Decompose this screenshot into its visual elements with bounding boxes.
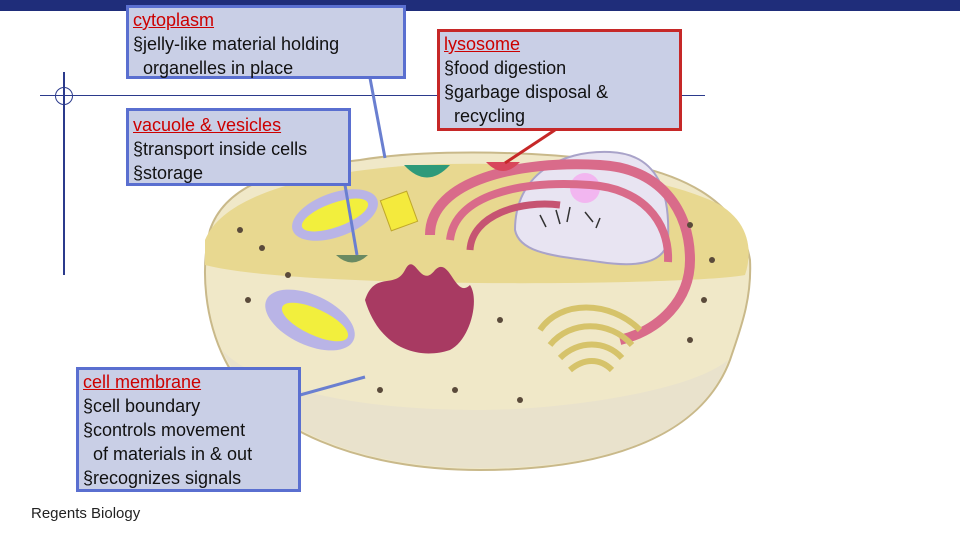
membrane-label-box: cell membrane §cell boundary §controls m…: [76, 367, 301, 492]
vesicle: [336, 255, 368, 263]
header-bar: [0, 0, 960, 11]
lysosome-label-box: lysosome §food digestion §garbage dispos…: [437, 29, 682, 131]
lysosome-line-1: §food digestion: [444, 58, 567, 78]
golgi: [537, 304, 643, 373]
pointer-membrane: [299, 375, 366, 397]
crosshair-circle: [55, 87, 73, 105]
footer-label: Regents Biology: [31, 505, 141, 522]
membrane-line-3: of materials in & out: [93, 444, 253, 464]
er-layer-3: [466, 200, 561, 251]
lysosome-line-2: §garbage disposal &: [444, 82, 609, 102]
cytoplasm-label-box: cytoplasm §jelly-like material holding o…: [126, 5, 406, 79]
vacuole-line-1: §transport inside cells: [133, 139, 308, 159]
membrane-title: cell membrane: [83, 372, 202, 392]
pointer-cytoplasm: [368, 77, 387, 159]
cell-wall-bottom: [222, 350, 728, 468]
membrane-line-2: §controls movement: [83, 420, 246, 440]
vacuole-label-box: vacuole & vesicles §transport inside cel…: [126, 108, 351, 186]
chromatin: [539, 206, 601, 229]
mitochondrion-lower: [265, 289, 355, 351]
smooth-er: [365, 264, 474, 354]
vacuole-line-2: §storage: [133, 163, 204, 183]
membrane-line-4: §recognizes signals: [83, 468, 242, 488]
cytoplasm-line-2: organelles in place: [143, 58, 294, 78]
vacuole-title: vacuole & vesicles: [133, 115, 282, 135]
ribosomes: [237, 222, 715, 403]
mitochondrion-upper: [292, 189, 378, 241]
vacuole: [404, 165, 450, 178]
cytoplasm-line-1: §jelly-like material holding: [133, 34, 340, 54]
pointer-vacuole: [343, 184, 359, 256]
membrane-line-1: §cell boundary: [83, 396, 201, 416]
lysosome: [486, 162, 520, 171]
pointer-lysosome: [504, 128, 556, 165]
er-layer-2: [446, 180, 673, 263]
centriole: [379, 190, 419, 232]
cytoplasm-title: cytoplasm: [133, 10, 215, 30]
guide-line-vertical: [63, 72, 65, 275]
lysosome-line-3: recycling: [454, 106, 526, 126]
lysosome-title: lysosome: [444, 34, 521, 54]
er-layer-1: [425, 159, 696, 345]
